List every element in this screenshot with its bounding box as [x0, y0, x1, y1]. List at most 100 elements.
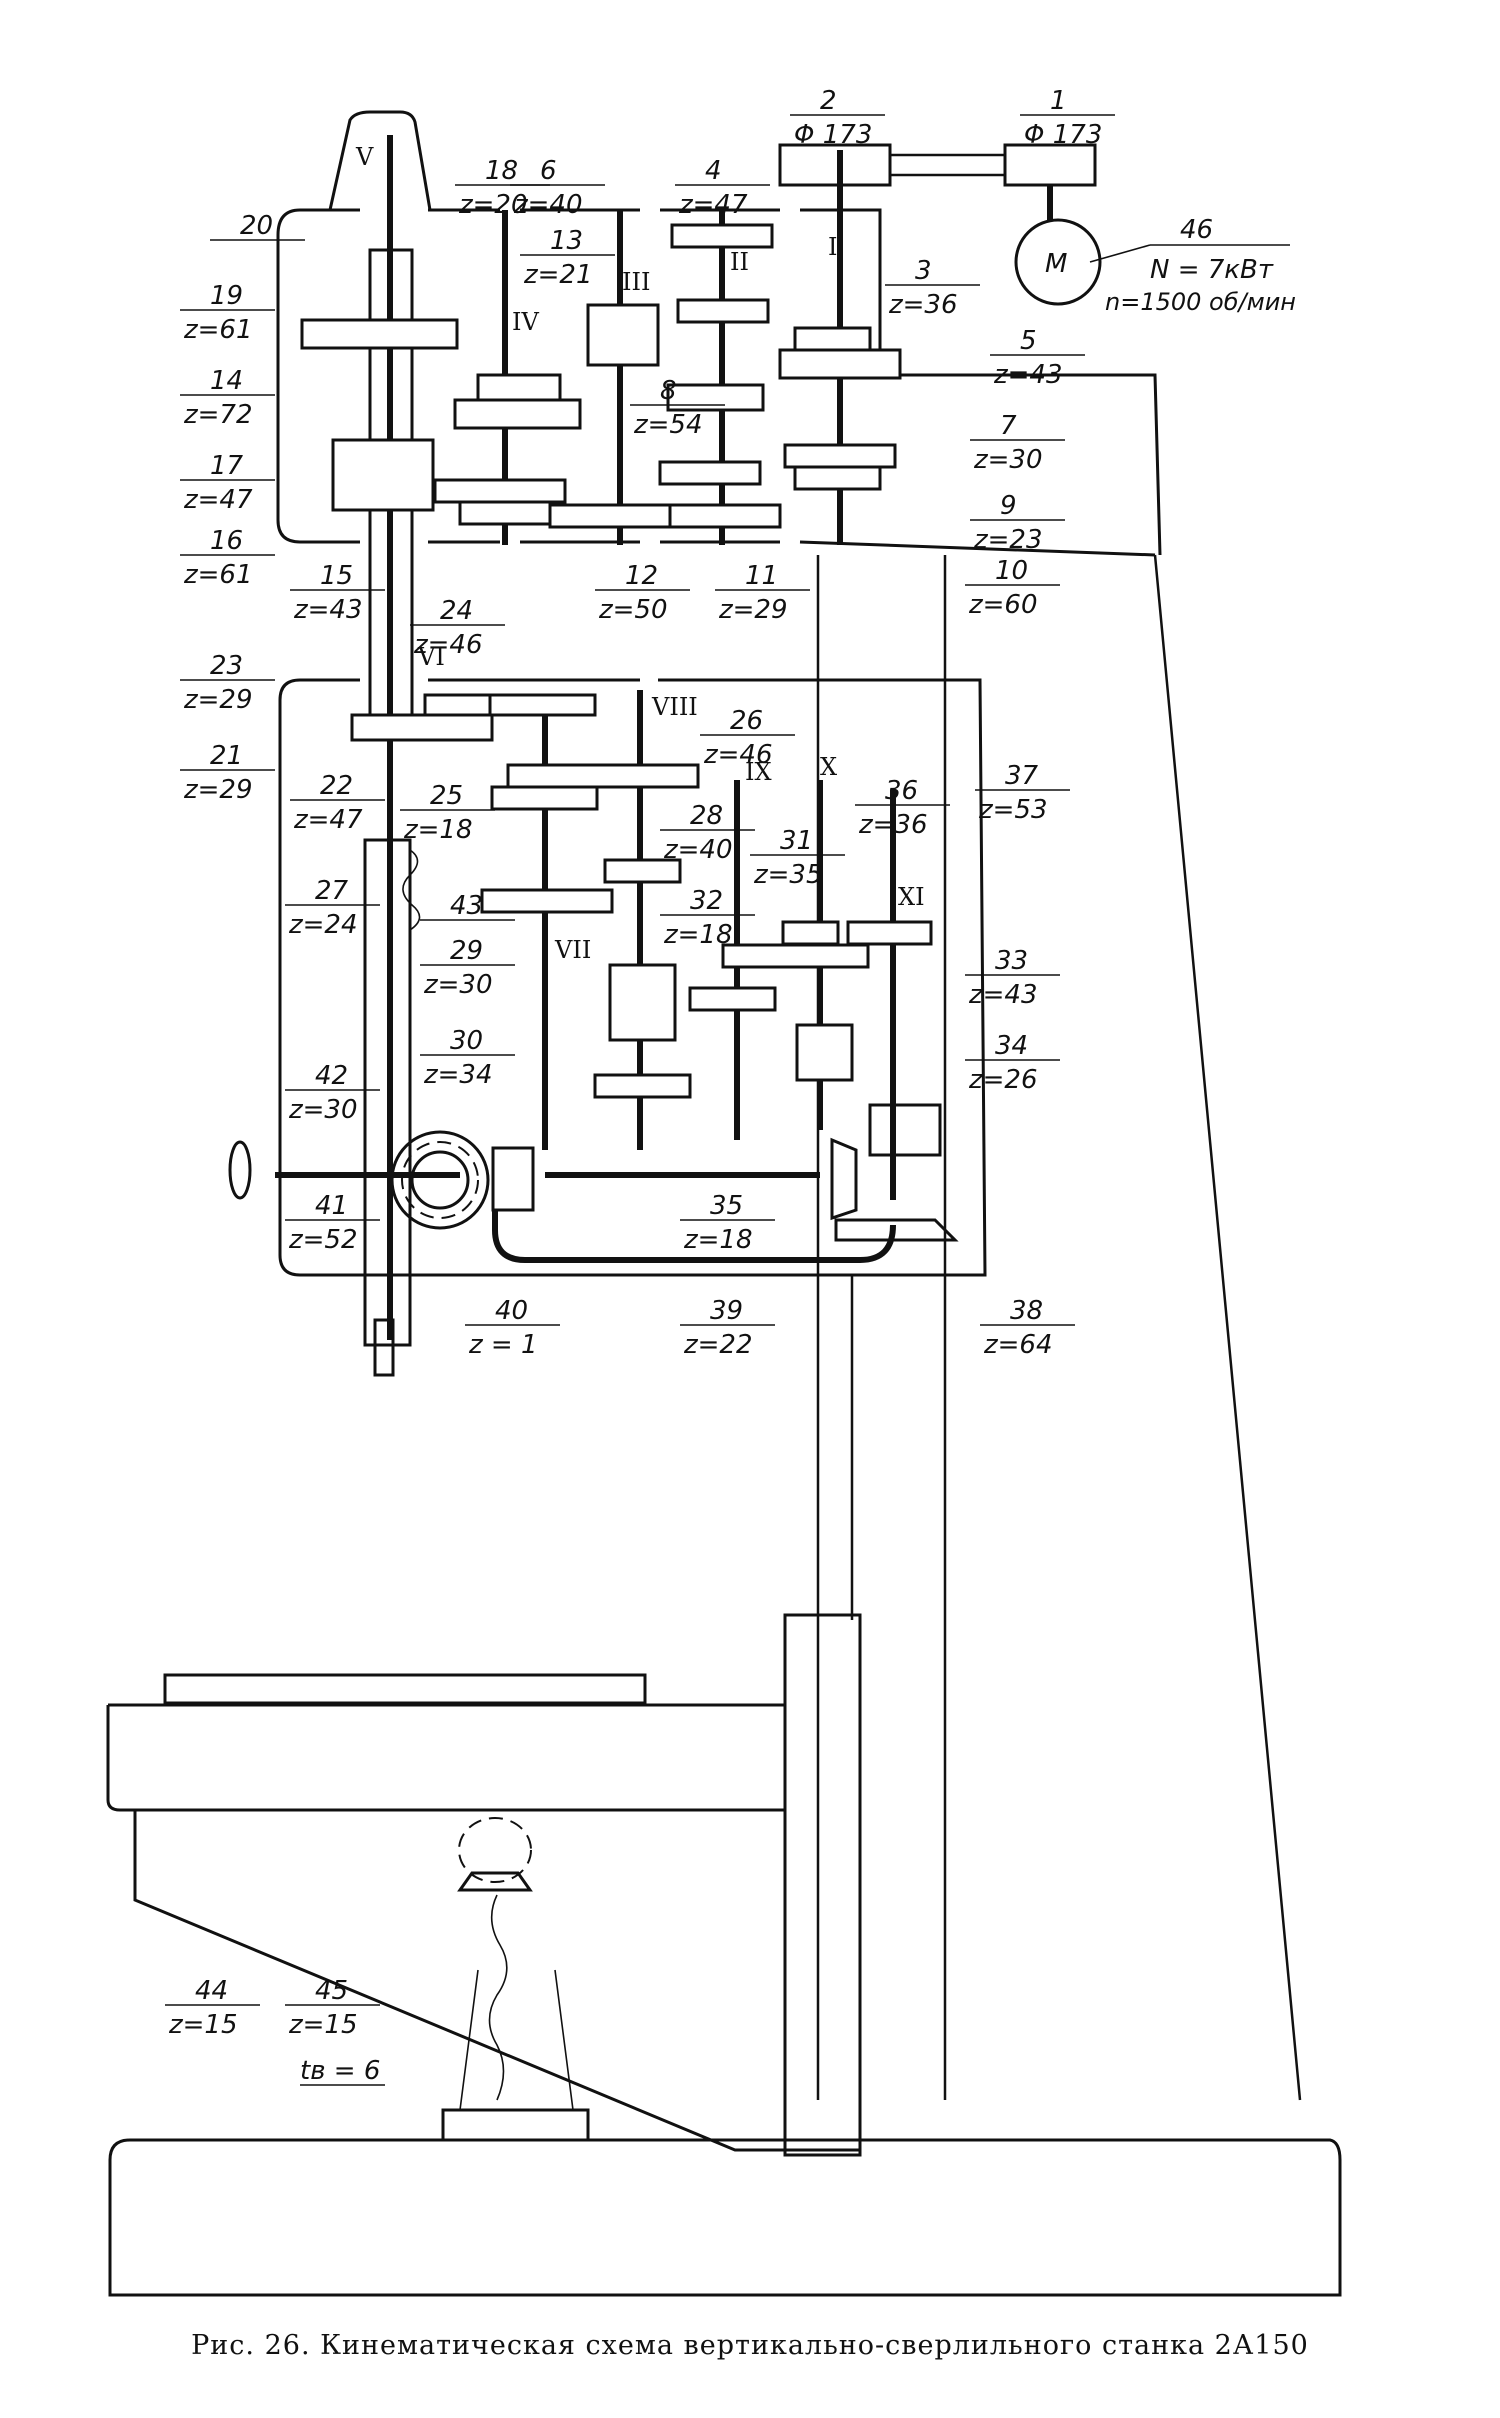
part-spec: z=72: [183, 400, 253, 430]
part-spec: z=43: [968, 980, 1038, 1010]
part-number: 25: [430, 781, 463, 811]
part-spec: z=20: [458, 190, 528, 220]
part-number: 11: [745, 561, 778, 591]
part-number: 36: [885, 776, 918, 806]
gear-11: [668, 503, 782, 529]
part-label-38: 38z=64: [980, 1296, 1075, 1360]
part-spec: z=29: [183, 775, 253, 805]
part-label-34: 34z=26: [965, 1031, 1060, 1095]
part-number: 1: [1050, 86, 1067, 116]
part-spec: z=40: [663, 835, 733, 865]
part-spec: z=47: [293, 805, 363, 835]
part-label-42: 42z=30: [285, 1061, 380, 1125]
part-number: 15: [320, 561, 353, 591]
bevel-gear-38: [834, 1218, 959, 1242]
part-label-44: 44z=15: [165, 1976, 260, 2040]
part-label-13: 13z=21: [520, 226, 615, 290]
part-label-16: 16z=61: [180, 526, 275, 590]
part-spec: Φ 173: [794, 120, 872, 150]
gear-4: [670, 223, 774, 249]
gear-28: [603, 858, 682, 884]
part-label-27: 27z=24: [285, 876, 380, 940]
table-top: [163, 1673, 647, 1705]
gear-44: [458, 1817, 532, 1883]
part-label-22: 22z=47: [290, 771, 385, 835]
gear-14: [453, 398, 582, 430]
part-spec: z=36: [858, 810, 928, 840]
gear-34: [795, 1023, 854, 1082]
gear-18: [476, 373, 562, 405]
shaft-label-IV: IV: [512, 308, 539, 336]
gears: [228, 218, 1102, 2101]
part-spec: z=64: [983, 1330, 1053, 1360]
shaft-labels: V I II III IV VI VII VIII IX X XI: [355, 143, 925, 964]
shaft-label-V: V: [355, 143, 374, 171]
part-number: 42: [315, 1061, 348, 1091]
part-number: 24: [440, 596, 473, 626]
part-number: 12: [625, 561, 658, 591]
part-number: 26: [730, 706, 763, 736]
gear-9: [793, 465, 882, 491]
part-label-17: 17z=47: [180, 451, 275, 515]
shaft-label-XI: XI: [898, 883, 925, 911]
part-label-18: 18z=20: [455, 156, 550, 220]
part-label-23: 23z=29: [180, 651, 275, 715]
column-outline: [1153, 554, 1302, 2101]
gear-30: [608, 963, 677, 1042]
part-number: 35: [710, 1191, 743, 1221]
part-number: 4: [705, 156, 722, 186]
feed-box-housing: [278, 678, 987, 1277]
part-spec: z=47: [183, 485, 253, 515]
gear-47: [593, 1073, 692, 1099]
motor-labels: M 46 N = 7кВт n=1500 об/мин: [1045, 215, 1296, 316]
part-number: 40: [495, 1296, 528, 1326]
part-label-26: 26z=46: [700, 706, 795, 770]
part-label-41: 41 z=52: [285, 1191, 380, 1255]
part-number: 16: [210, 526, 243, 556]
handwheel: [228, 1140, 252, 1200]
gear-15: [458, 500, 552, 526]
part-number: 33: [995, 946, 1028, 976]
part-label-43: 43: [420, 891, 515, 921]
part-spec: z=61: [183, 315, 253, 345]
gear-10: [658, 460, 762, 486]
gear-7: [783, 443, 897, 469]
part-label-25: 25z=18: [400, 781, 495, 845]
part-number: 44: [195, 1976, 228, 2006]
part-label-2: 2Φ 173: [790, 86, 885, 150]
gear-45: [457, 1871, 533, 1892]
motor-number: 46: [1180, 215, 1213, 245]
part-number: 5: [1020, 326, 1037, 356]
screw-foot: [441, 2108, 590, 2142]
part-label-9: 9z=23: [970, 491, 1065, 555]
gear-16: [433, 478, 567, 504]
table-body: [106, 1703, 862, 2155]
part-label-20: 20: [210, 211, 305, 241]
gear-25-26: [506, 763, 700, 789]
part-number: 41: [315, 1191, 348, 1221]
gear-21-22: [350, 713, 494, 742]
part-spec: z=52: [288, 1225, 358, 1255]
part-number: 3: [915, 256, 932, 286]
gear-13: [586, 303, 660, 367]
part-number: 31: [780, 826, 813, 856]
part-label-tв: tв = 6: [300, 2056, 385, 2086]
part-label-39: 39z=22: [680, 1296, 775, 1360]
figure-caption: Рис. 26. Кинематическая схема вертикальн…: [191, 2330, 1309, 2361]
pinion-42: [401, 1141, 479, 1219]
part-label-30: 30z=34: [420, 1026, 515, 1090]
shaft-label-VIII: VIII: [651, 693, 698, 721]
part-spec: z=34: [423, 1060, 493, 1090]
rack-43: [402, 849, 421, 931]
screw-pillar: [459, 1969, 574, 2111]
shaft-label-II: II: [730, 248, 749, 276]
part-number: 13: [550, 226, 583, 256]
part-label-36: 36 z=36: [855, 776, 950, 840]
part-spec: z=29: [183, 685, 253, 715]
part-label-33: 33 z=43: [965, 946, 1060, 1010]
part-label-24: 24z=46: [410, 596, 505, 660]
gear-36: [781, 920, 840, 946]
part-spec: z=60: [968, 590, 1038, 620]
